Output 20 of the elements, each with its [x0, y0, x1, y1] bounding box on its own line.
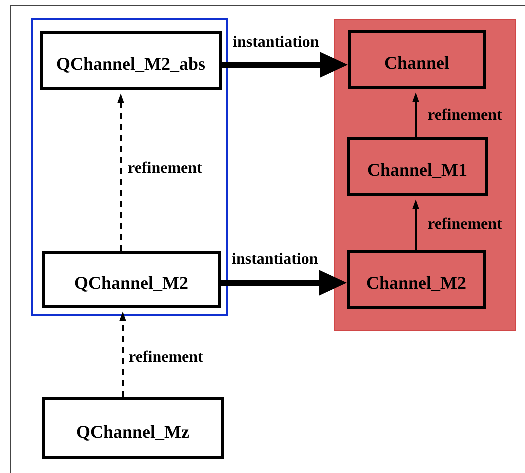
arrow: [412, 200, 420, 250]
class-name: QChannel_Mz: [76, 420, 190, 442]
class-box: [348, 30, 486, 89]
class-name: Channel_M2: [366, 272, 466, 294]
group-frame: [31, 18, 228, 316]
class-box: [347, 250, 486, 309]
arrow: [412, 92, 420, 137]
class-name: Channel_M1: [367, 159, 468, 181]
class-box: [42, 251, 221, 308]
class-name: Channel: [384, 52, 450, 74]
class-name: QChannel_M2: [74, 272, 188, 294]
thick-arrow: [221, 270, 347, 296]
class-box: [40, 31, 222, 90]
class-box: [347, 137, 488, 196]
dashed-arrow: [119, 312, 127, 397]
group-panel: [334, 19, 516, 331]
dashed-arrow: [117, 94, 125, 251]
class-box: [42, 397, 224, 459]
thick-arrow: [222, 52, 348, 78]
class-name: QChannel_M2_abs: [56, 53, 206, 75]
